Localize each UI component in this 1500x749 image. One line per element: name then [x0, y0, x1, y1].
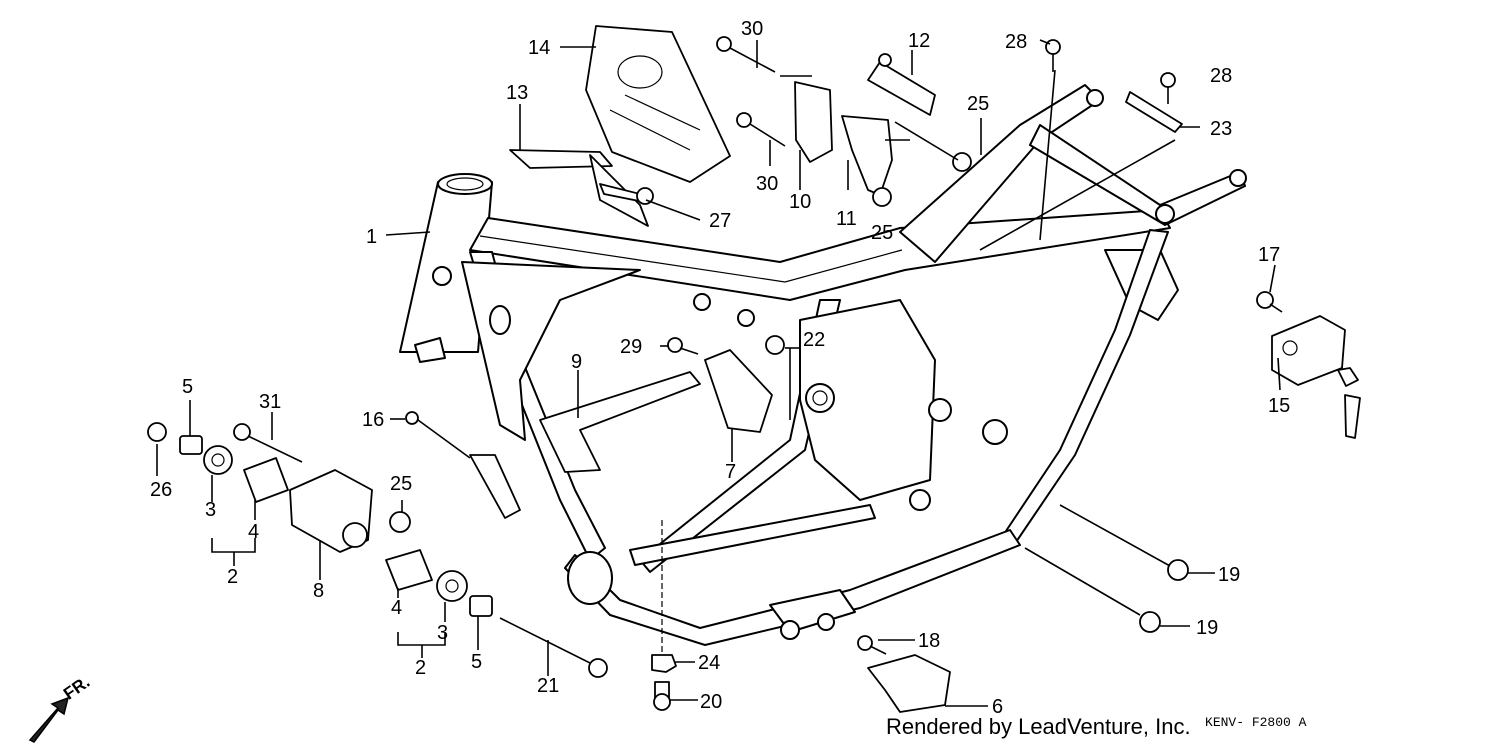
callout-1: 1	[366, 226, 377, 248]
callout-25-left: 25	[390, 473, 412, 495]
callout-10: 10	[789, 191, 811, 213]
front-direction-arrow	[28, 696, 70, 743]
callout-11: 11	[836, 208, 857, 230]
callout-20: 20	[700, 691, 722, 713]
callout-22: 22	[803, 329, 825, 351]
callout-29: 29	[620, 336, 642, 358]
callout-2-left: 2	[227, 566, 238, 588]
callout-27: 27	[709, 210, 731, 232]
callout-30-top: 30	[741, 18, 763, 40]
diagram-footer: Rendered by LeadVenture, Inc. KENV- F280…	[886, 714, 1306, 740]
callout-30-bottom: 30	[756, 173, 778, 195]
callout-25-top: 25	[967, 93, 989, 115]
callout-14: 14	[528, 37, 550, 59]
callout-labels: 1 2 2 3 3 4 4 5 5 6 7 8 9 10 11 12 13 14…	[150, 18, 1290, 718]
callout-3-left: 3	[205, 499, 216, 521]
callout-25-middle: 25	[871, 222, 893, 244]
callout-15: 15	[1268, 395, 1290, 417]
callout-8: 8	[313, 580, 324, 602]
callout-5-left: 5	[182, 376, 193, 398]
callout-16: 16	[362, 409, 384, 431]
callout-12: 12	[908, 30, 930, 52]
callout-2-right: 2	[415, 657, 426, 679]
callout-3-right: 3	[437, 622, 448, 644]
callout-18: 18	[918, 630, 940, 652]
callout-26: 26	[150, 479, 172, 501]
callout-5-right: 5	[471, 651, 482, 673]
callout-17: 17	[1258, 244, 1280, 266]
callout-13: 13	[506, 82, 528, 104]
callout-24: 24	[698, 652, 720, 674]
render-credit: Rendered by LeadVenture, Inc.	[886, 714, 1191, 739]
callout-21: 21	[537, 675, 559, 697]
callout-4-right: 4	[391, 597, 402, 619]
callout-4-left: 4	[248, 521, 259, 543]
component-parts	[28, 25, 1361, 743]
callout-9: 9	[571, 351, 582, 373]
callout-19-upper: 19	[1218, 564, 1240, 586]
callout-6: 6	[992, 696, 1003, 718]
callout-23: 23	[1210, 118, 1232, 140]
leader-lines	[156, 39, 1281, 707]
main-frame	[399, 84, 1247, 646]
callout-31: 31	[259, 391, 281, 413]
callout-28-right: 28	[1210, 65, 1232, 87]
callout-7: 7	[725, 461, 736, 483]
callout-19-lower: 19	[1196, 617, 1218, 639]
callout-28-left: 28	[1005, 31, 1027, 53]
diagram-code: KENV- F2800 A	[1205, 715, 1307, 730]
